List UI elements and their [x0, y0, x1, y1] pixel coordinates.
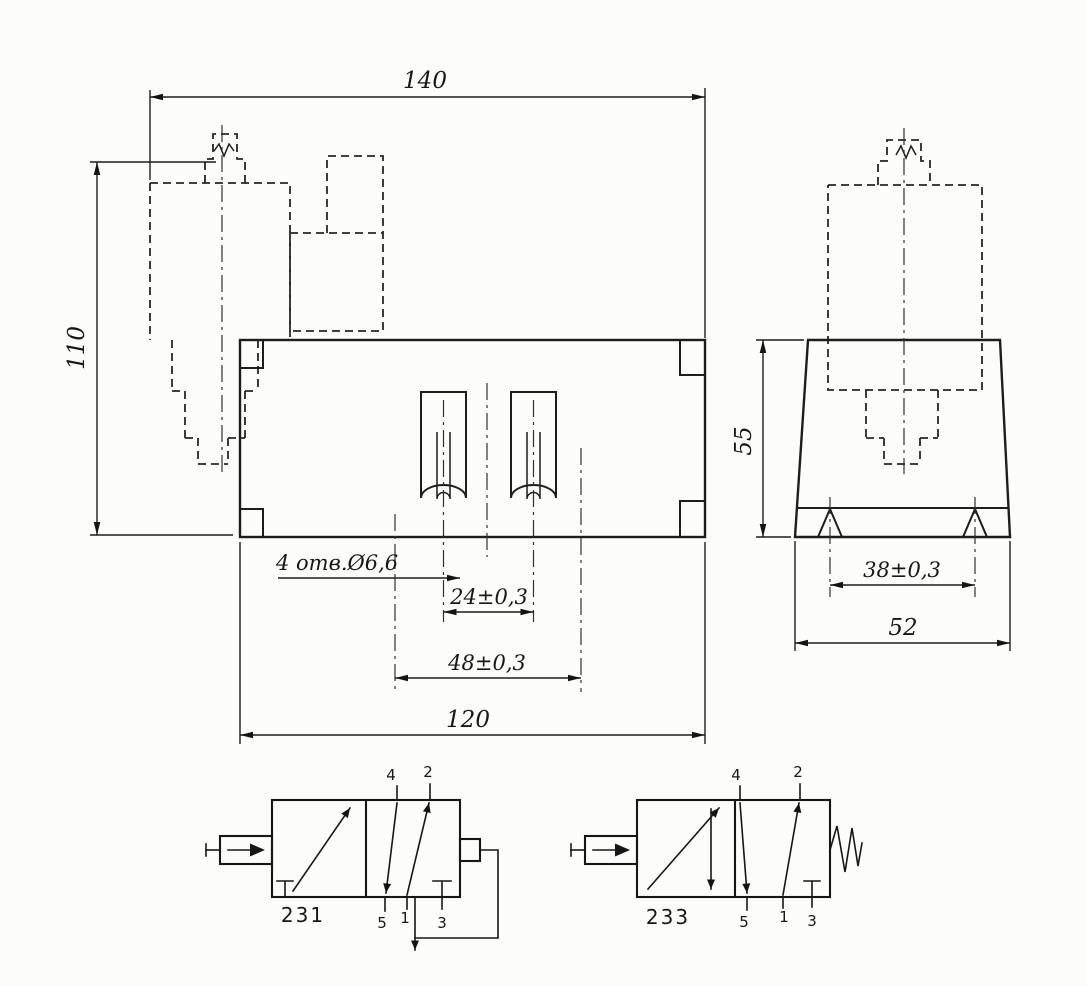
dim-48-text: 48±0,3: [447, 651, 526, 675]
valve-233-body: [635, 798, 832, 899]
port-5-label: 5: [739, 913, 749, 931]
side-view: 55 38±0,3 52: [731, 128, 1012, 651]
port-2-label: 2: [793, 763, 803, 781]
holes-note-text: 4 отв.Ø6,6: [275, 551, 398, 575]
flow-path-1-2: [782, 802, 802, 896]
crossover-flow-path: [646, 806, 721, 891]
port-3-blocked-symbol: [803, 880, 821, 898]
flow-path-1-2: [406, 802, 431, 896]
port-5-label: 5: [377, 914, 387, 932]
left-box-blocked-symbol: [276, 880, 294, 898]
side-solenoid-dashed-outline: [827, 139, 983, 465]
valve-233-label: 233: [646, 905, 690, 929]
side-body-outline: [793, 338, 1012, 539]
side-foot-notches: [816, 506, 989, 539]
valve-symbol-231: 4 2 5 1 3 231: [205, 763, 499, 951]
port-3-blocked-symbol: [432, 880, 452, 898]
port-3-label: 3: [437, 914, 447, 932]
port-1-label: 1: [779, 908, 789, 926]
dim-110-group: 110: [64, 161, 233, 536]
valve-231-pilot-right: [458, 837, 482, 863]
port-2-label: 2: [423, 763, 433, 781]
dim-38-text: 38±0,3: [863, 558, 941, 582]
dim-38-group: 38±0,3: [830, 558, 975, 589]
side-connector-squiggle: [895, 144, 917, 160]
dim-52-group: 52: [794, 541, 1011, 651]
front-view: 140 110 4 отв.Ø6,6 24±0,3 48±0,3 120: [64, 68, 707, 744]
dim-55-group: 55: [731, 339, 804, 538]
dim-120-group: 120: [239, 542, 706, 744]
holes-note-group: 4 отв.Ø6,6: [275, 551, 460, 582]
dim-140-group: 140: [149, 68, 706, 338]
left-solenoid-connector-squiggle: [213, 142, 235, 158]
pilot-feedback-line: [414, 849, 499, 939]
flow-path-4-5: [383, 802, 398, 894]
dim-52-text: 52: [888, 615, 917, 641]
pilot-arrow-head: [250, 843, 265, 857]
port-1-label: 1: [400, 909, 410, 927]
dim-24-text: 24±0,3: [449, 585, 528, 609]
dim-55-text: 55: [731, 426, 757, 455]
valve-231-label: 231: [281, 903, 325, 927]
dim-24-group: 24±0,3: [443, 585, 534, 616]
front-body-outline: [238, 338, 707, 539]
dim-110-text: 110: [64, 326, 90, 370]
dim-48-group: 48±0,3: [395, 651, 581, 682]
crossover-flow-path: [291, 806, 352, 893]
front-body-corner-steps: [239, 339, 706, 538]
dim-120-text: 120: [446, 707, 490, 733]
valve-symbol-233: 4 2 5 1 3 233: [570, 763, 863, 931]
dim-140-text: 140: [403, 68, 447, 94]
middle-solenoid-dashed-outline: [289, 155, 384, 332]
port-3-label: 3: [807, 912, 817, 930]
flow-path-4-5: [739, 802, 751, 894]
left-solenoid-dashed-outline: [149, 133, 291, 465]
port-4-label: 4: [386, 766, 396, 784]
port-4-label: 4: [731, 766, 741, 784]
return-spring: [829, 825, 863, 873]
pilot-arrow-head: [615, 843, 630, 857]
